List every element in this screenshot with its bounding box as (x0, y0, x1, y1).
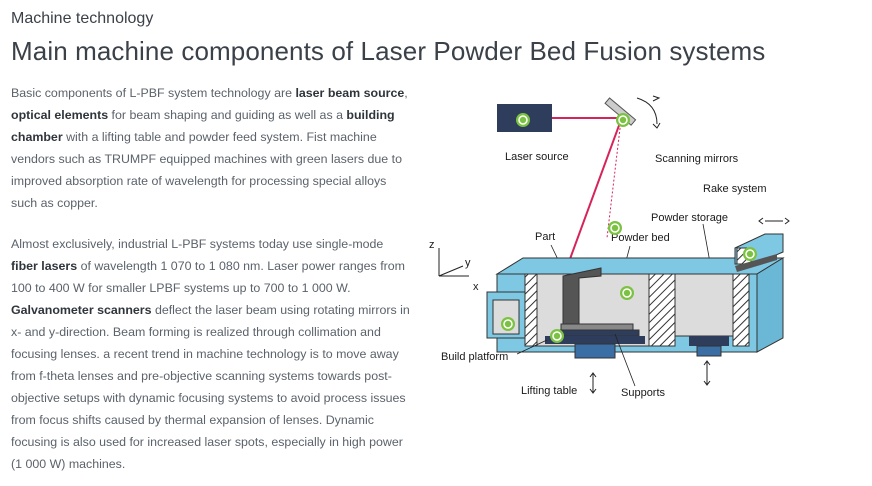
page-title: Main machine components of Laser Powder … (11, 36, 766, 66)
hotspot-laser-source[interactable] (516, 113, 530, 127)
axis-y-label: y (465, 257, 471, 269)
hotspot-overflow[interactable] (501, 317, 515, 331)
label-powder-bed: Powder bed (611, 232, 670, 244)
term-laser-beam-source: laser beam source (295, 86, 405, 100)
axis-x-label: x (473, 281, 479, 293)
hotspot-scanning-mirrors[interactable] (616, 113, 630, 127)
axis-z-label: z (429, 239, 435, 251)
scanning-mirror (604, 95, 661, 129)
hotspot-build-platform[interactable] (550, 329, 564, 343)
axis-indicator: z y x (429, 239, 479, 293)
label-lifting-table: Lifting table (521, 385, 577, 397)
label-scanning-mirrors: Scanning mirrors (655, 153, 739, 165)
build-chamber (486, 233, 785, 359)
label-laser-source: Laser source (505, 151, 569, 163)
term-building-chamber: building chamber (11, 108, 395, 144)
label-supports: Supports (621, 387, 666, 399)
laser-paragraph: Almost exclusively, industrial L-PBF sys… (11, 237, 410, 471)
label-part: Part (535, 231, 555, 243)
hotspot-build-chamber[interactable] (620, 286, 634, 300)
term-fiber-lasers: fiber lasers (11, 259, 78, 273)
term-optical-elements: optical elements (11, 108, 109, 122)
hotspot-rake-system[interactable] (743, 247, 757, 261)
hotspot-powder-bed[interactable] (608, 221, 622, 235)
label-rake-system: Rake system (703, 183, 767, 195)
term-galvanometer-scanners: Galvanometer scanners (11, 303, 152, 317)
section-eyebrow: Machine technology (11, 10, 154, 27)
laser-beam-down (562, 119, 622, 279)
lpbf-diagram: z y x Laser source Scanning mirrors Rake… (425, 88, 865, 408)
label-build-platform: Build platform (441, 351, 508, 363)
intro-paragraph: Basic components of L-PBF system technol… (11, 86, 408, 210)
label-powder-storage: Powder storage (651, 212, 728, 224)
